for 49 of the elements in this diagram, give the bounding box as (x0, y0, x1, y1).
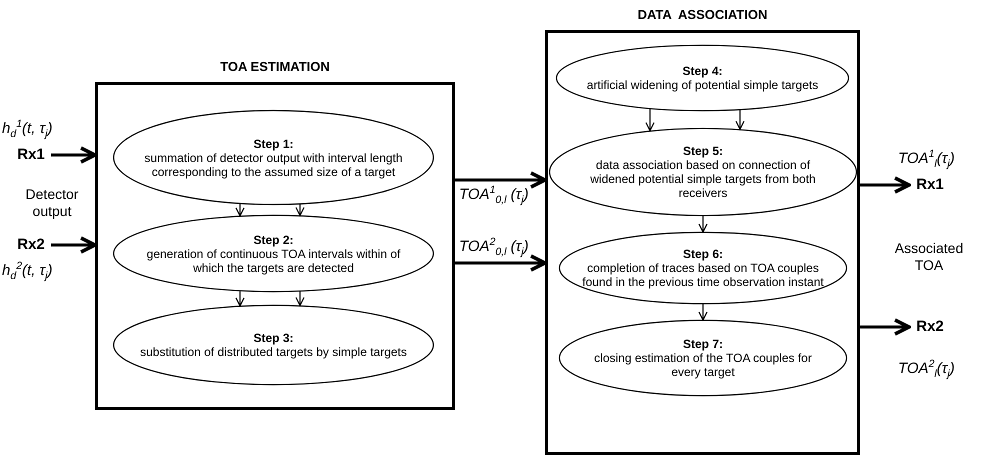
note-text: Associated TOA (894, 240, 964, 274)
signal-label: TOA$^{2}$$_{l}$(τ$_{j}$) (898, 360, 955, 377)
step-heading: Step 5: (682, 144, 723, 158)
note-text: Detector output (24, 186, 80, 220)
arrow (645, 108, 655, 132)
panel-title: DATA ASSOCIATION (636, 7, 768, 22)
step-text: summation of detector output with interval length corresponding to the assumed size of a target (143, 150, 404, 178)
step-text: closing estimation of the TOA couples for every target (593, 351, 813, 379)
step-heading: Step 7: (682, 337, 723, 351)
port-label: Rx2 (14, 236, 48, 254)
port-label: Rx1 (14, 146, 48, 164)
step-heading: Step 6: (682, 247, 723, 261)
signal-label: h$_{d}$$^{1}$(t, τ$_{j}$) (2, 120, 52, 137)
arrow (860, 318, 911, 336)
port-label: Rx1 (912, 176, 948, 194)
arrow (860, 176, 911, 194)
arrow (455, 171, 547, 189)
arrow (295, 204, 305, 216)
step-heading: Step 1: (253, 136, 294, 150)
step-heading: Step 4: (682, 64, 722, 78)
step-ellipse (112, 215, 435, 292)
port-label: Rx2 (912, 318, 948, 336)
arrow (51, 146, 97, 164)
signal-label: TOA$^{1}$$_{l}$(τ$_{j}$) (898, 150, 955, 167)
arrow (455, 254, 547, 272)
step-text: artificial widening of potential simple targets (586, 78, 818, 92)
step-ellipse (112, 305, 435, 385)
signal-label: h$_{d}$$^{2}$(t, τ$_{j}$) (2, 262, 52, 279)
arrow (698, 216, 708, 233)
arrow (295, 291, 305, 306)
step-heading: Step 2: (253, 232, 294, 246)
step-text: substitution of distributed targets by simple targets (140, 345, 407, 359)
edge-label: TOA$^{2}$$_{0,l}$ (τ$_{j}$) (458, 238, 530, 255)
step-text: completion of traces based on TOA couples found in the previous time observation instant (581, 261, 825, 289)
arrow (51, 236, 97, 254)
step-ellipse (558, 320, 848, 396)
step-ellipse (558, 232, 848, 304)
step-heading: Step 3: (253, 331, 294, 345)
step-ellipse (555, 45, 850, 111)
panel-title: TOA ESTIMATION (219, 59, 331, 74)
arrow (698, 304, 708, 321)
edge-label: TOA$^{1}$$_{0,l}$ (τ$_{j}$) (458, 186, 530, 203)
step-ellipse (548, 128, 858, 216)
step-text: data association based on connection of widened potential simple targets from both receivers (589, 158, 817, 200)
step-text: generation of continuous TOA intervals within of which the targets are detected (146, 246, 402, 274)
arrow (735, 110, 745, 130)
step-ellipse (112, 110, 435, 205)
arrow (235, 291, 245, 306)
arrow (235, 204, 245, 216)
